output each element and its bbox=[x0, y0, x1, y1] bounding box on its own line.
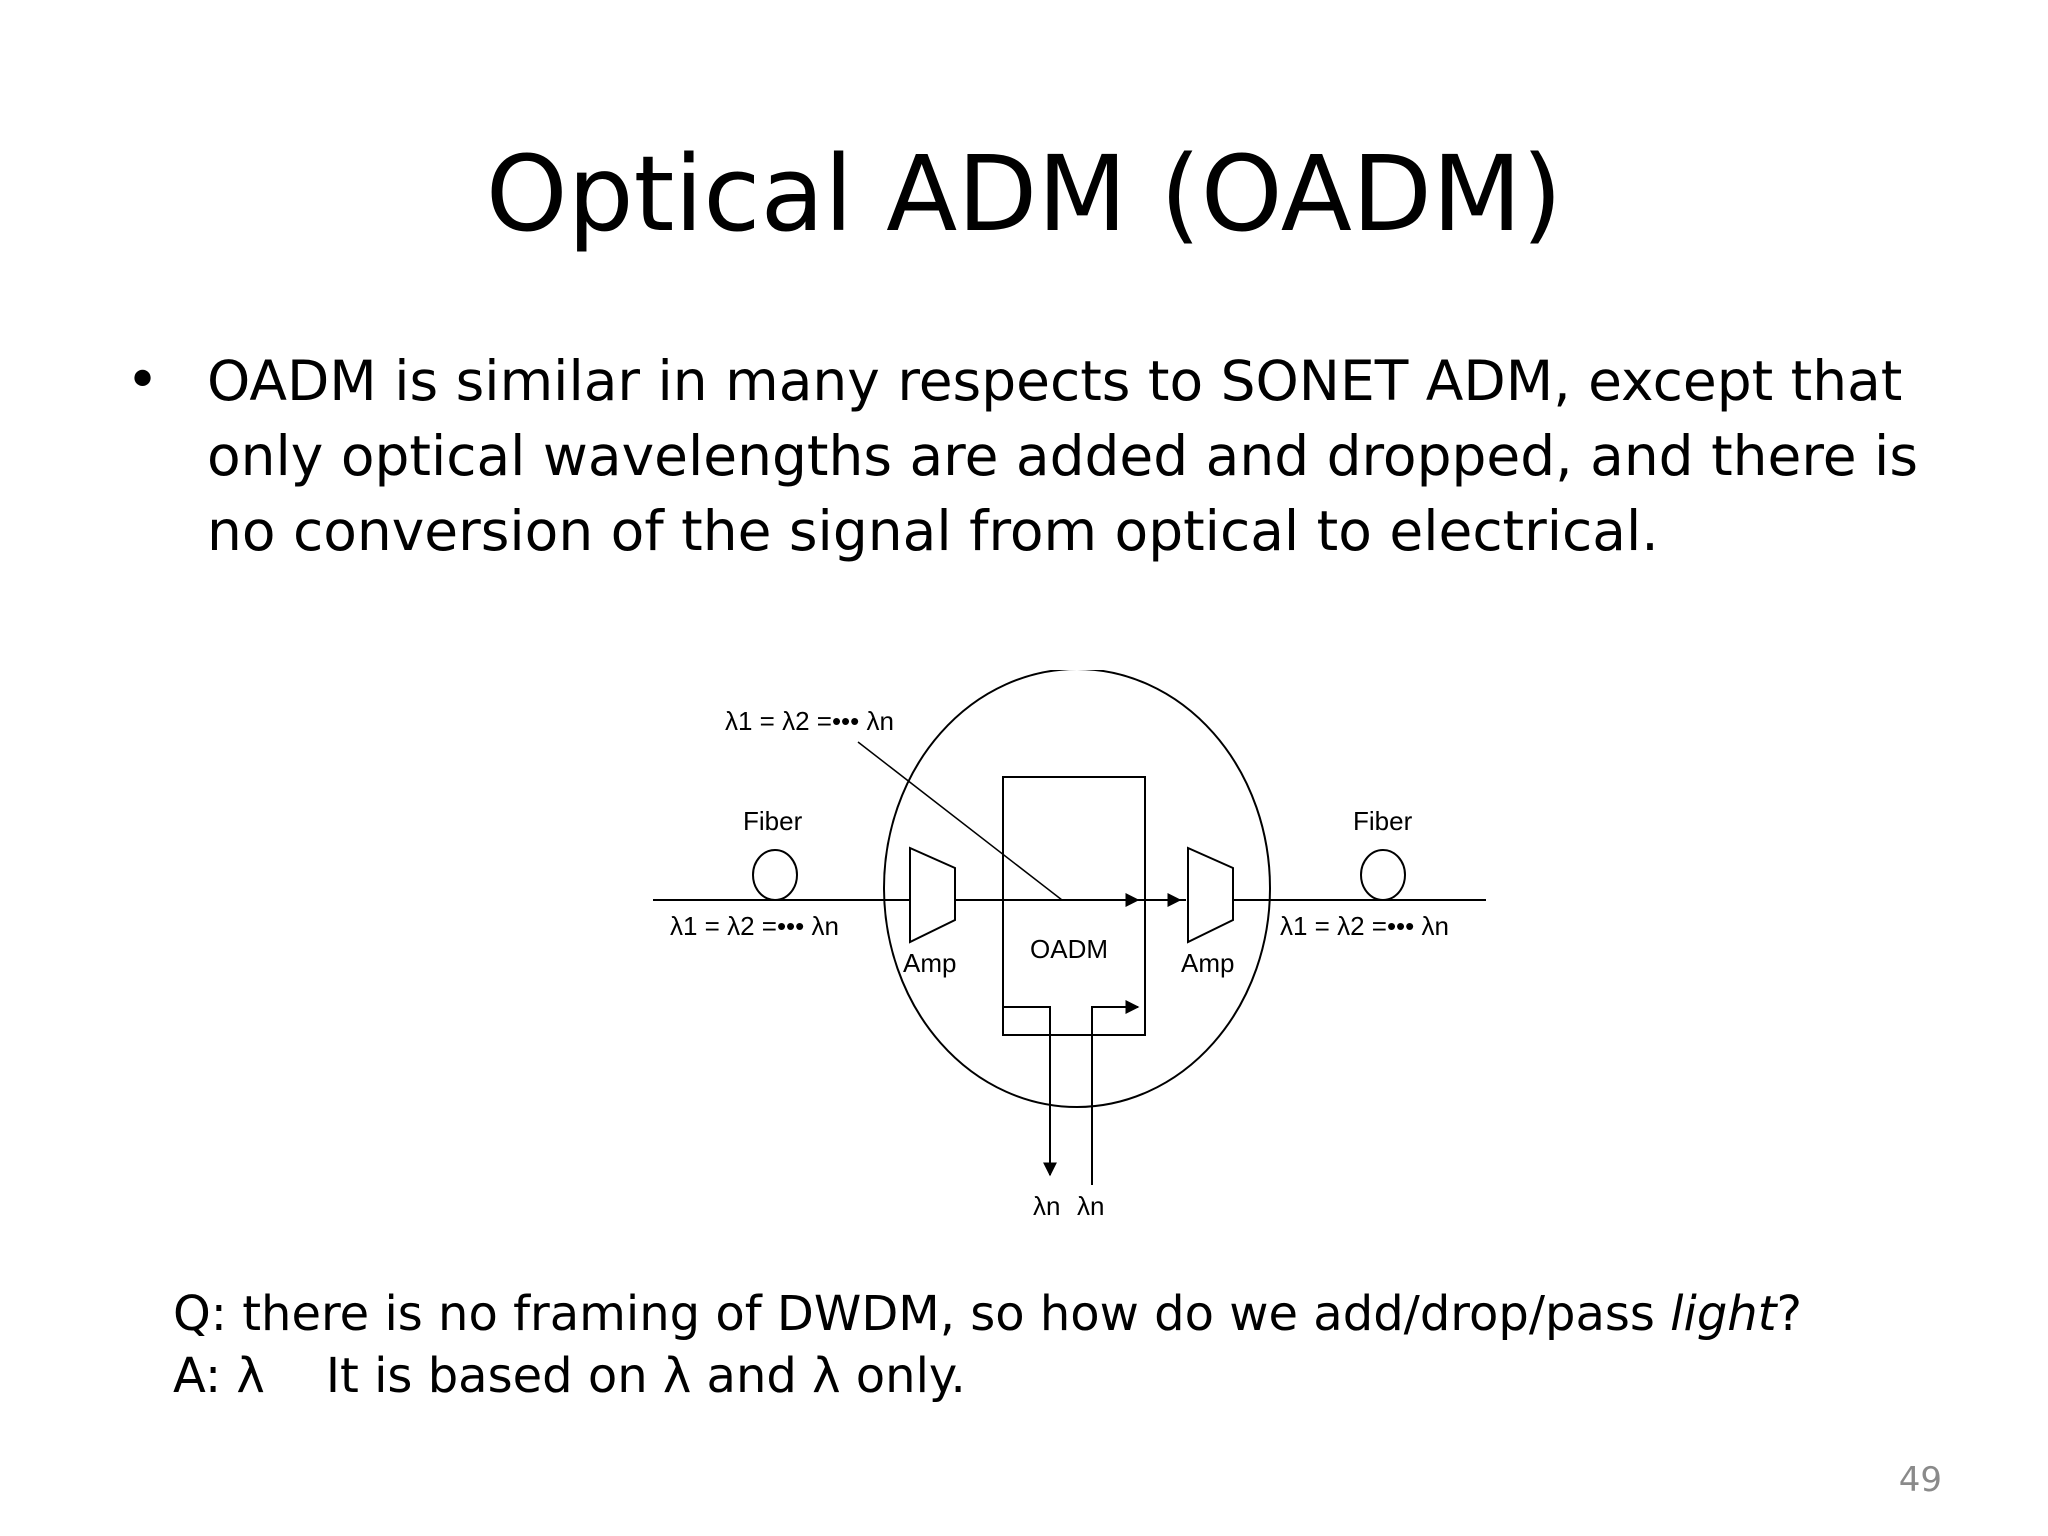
add-lambda-label: λn bbox=[1077, 1191, 1104, 1221]
amp-right-shape bbox=[1187, 846, 1234, 944]
bullet-dot: • bbox=[126, 348, 160, 413]
question-mark: ? bbox=[1776, 1286, 1803, 1342]
answer-line: A: λ It is based on λ and λ only. bbox=[173, 1348, 966, 1404]
oadm-label: OADM bbox=[1030, 934, 1108, 964]
amp-left-label: Amp bbox=[903, 948, 956, 978]
lambda-pointer bbox=[857, 741, 1063, 901]
drop-path bbox=[1003, 1006, 1057, 1177]
amp-right-label: Amp bbox=[1181, 948, 1234, 978]
question-text: Q: there is no framing of DWDM, so how d… bbox=[173, 1286, 1671, 1342]
bullet-text: OADM is similar in many respects to SONE… bbox=[207, 349, 1918, 563]
slide-title: Optical ADM (OADM) bbox=[485, 133, 1563, 255]
oadm-box bbox=[1002, 776, 1146, 1036]
page-number: 49 bbox=[1898, 1460, 1942, 1500]
fiber-coil-right bbox=[1360, 849, 1406, 901]
fiber-right-label: Fiber bbox=[1353, 806, 1413, 836]
lambda-right-label: λ1 = λ2 =••• λn bbox=[1280, 911, 1449, 941]
fiber-coil-left bbox=[752, 849, 798, 901]
lambda-top-label: λ1 = λ2 =••• λn bbox=[725, 706, 894, 736]
drop-lambda-label: λn bbox=[1033, 1191, 1060, 1221]
fiber-left-label: Fiber bbox=[743, 806, 803, 836]
lambda-left-label: λ1 = λ2 =••• λn bbox=[670, 911, 839, 941]
node-circle bbox=[883, 670, 1271, 1108]
question-emphasis: light bbox=[1670, 1286, 1777, 1342]
question-line: Q: there is no framing of DWDM, so how d… bbox=[173, 1283, 1802, 1345]
amp-left-shape bbox=[909, 846, 956, 944]
add-path bbox=[1091, 1000, 1140, 1185]
oadm-diagram: λ1 = λ2 =••• λn Fiber Fiber λ1 = λ2 =•••… bbox=[653, 670, 1486, 1221]
